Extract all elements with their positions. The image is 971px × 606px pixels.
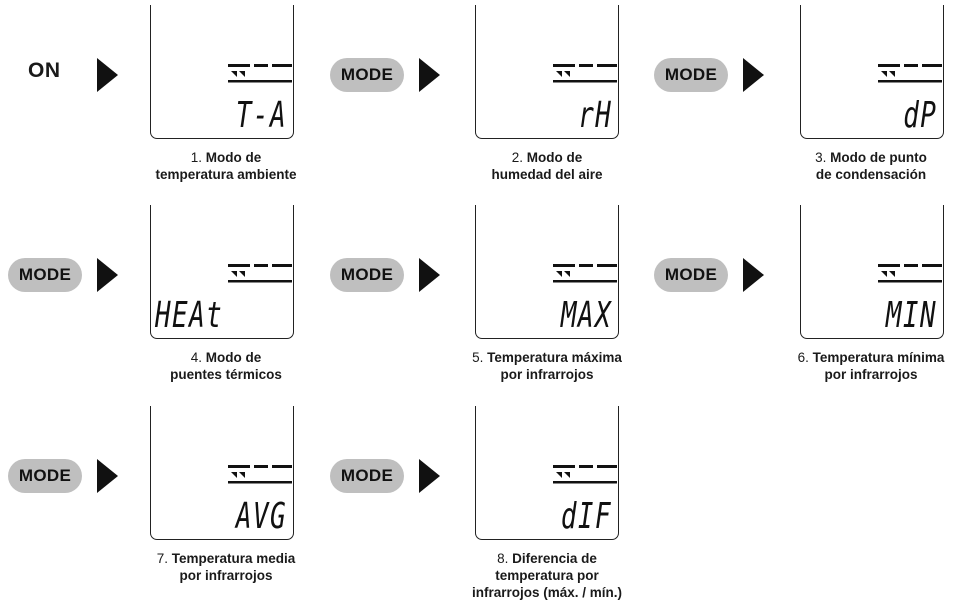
lcd-indicator-icon xyxy=(553,465,617,484)
step-number: 8. xyxy=(497,551,509,566)
step-title-line1: Temperatura mínima xyxy=(812,350,945,365)
lcd-screen-3: dP xyxy=(800,5,944,139)
step-number: 5. xyxy=(472,350,484,365)
lcd-indicator-icon xyxy=(228,465,292,484)
caption-4: 4. Modo de puentes térmicos xyxy=(126,349,326,383)
lcd-indicator-icon xyxy=(228,264,292,283)
step-title-line2: por infrarrojos xyxy=(179,568,273,583)
on-label: ON xyxy=(28,59,61,82)
lcd-screen-4: HEAt xyxy=(150,205,294,339)
lcd-screen-5: MAX xyxy=(475,205,619,339)
step-number: 7. xyxy=(156,551,168,566)
caption-7: 7. Temperatura media por infrarrojos xyxy=(126,550,326,584)
mode-button: MODE xyxy=(330,459,404,493)
arrow-right-icon xyxy=(743,258,764,292)
arrow-right-icon xyxy=(97,58,118,92)
mode-button: MODE xyxy=(654,258,728,292)
mode-button: MODE xyxy=(330,58,404,92)
caption-8: 8. Diferencia de temperatura por infrarr… xyxy=(447,550,647,601)
mode-button: MODE xyxy=(8,258,82,292)
step-title-line2: de condensación xyxy=(815,167,927,182)
step-title-line2: por infrarrojos xyxy=(500,367,594,382)
step-number: 1. xyxy=(190,150,202,165)
step-title-line3: infrarrojos (máx. / mín.) xyxy=(471,585,623,600)
arrow-right-icon xyxy=(97,459,118,493)
step-title-line2: humedad del aire xyxy=(491,167,603,182)
lcd-indicator-icon xyxy=(228,64,292,83)
step-title-line2: temperatura por xyxy=(495,568,599,583)
arrow-right-icon xyxy=(419,459,440,493)
lcd-readout: MIN xyxy=(885,295,937,336)
step-title-line1: Modo de xyxy=(205,150,262,165)
step-number: 6. xyxy=(797,350,809,365)
lcd-readout: rH xyxy=(577,95,612,136)
arrow-right-icon xyxy=(419,258,440,292)
step-number: 2. xyxy=(511,150,523,165)
lcd-screen-7: AVG xyxy=(150,406,294,540)
lcd-indicator-icon xyxy=(553,264,617,283)
arrow-right-icon xyxy=(419,58,440,92)
step-title-line2: puentes térmicos xyxy=(170,367,282,382)
lcd-indicator-icon xyxy=(878,264,942,283)
caption-5: 5. Temperatura máxima por infrarrojos xyxy=(447,349,647,383)
arrow-right-icon xyxy=(743,58,764,92)
lcd-readout: HEAt xyxy=(155,295,224,336)
mode-button: MODE xyxy=(8,459,82,493)
lcd-readout: MAX xyxy=(560,295,612,336)
lcd-readout: T-A xyxy=(235,95,287,136)
step-title-line1: Modo de punto xyxy=(830,150,927,165)
caption-2: 2. Modo de humedad del aire xyxy=(447,149,647,183)
step-title-line1: Diferencia de xyxy=(512,551,597,566)
step-number: 4. xyxy=(190,350,202,365)
step-title-line2: por infrarrojos xyxy=(824,367,918,382)
step-title-line1: Temperatura máxima xyxy=(487,350,622,365)
lcd-indicator-icon xyxy=(878,64,942,83)
lcd-indicator-icon xyxy=(553,64,617,83)
lcd-readout: AVG xyxy=(235,496,287,537)
lcd-readout: dP xyxy=(902,95,937,136)
step-number: 3. xyxy=(815,150,827,165)
step-title-line1: Modo de xyxy=(205,350,262,365)
mode-button: MODE xyxy=(330,258,404,292)
arrow-right-icon xyxy=(97,258,118,292)
caption-3: 3. Modo de punto de condensación xyxy=(771,149,971,183)
caption-1: 1. Modo de temperatura ambiente xyxy=(126,149,326,183)
lcd-screen-8: dIF xyxy=(475,406,619,540)
step-title-line1: Modo de xyxy=(526,150,583,165)
step-title-line1: Temperatura media xyxy=(171,551,296,566)
lcd-screen-2: rH xyxy=(475,5,619,139)
mode-button: MODE xyxy=(654,58,728,92)
caption-6: 6. Temperatura mínima por infrarrojos xyxy=(771,349,971,383)
lcd-screen-6: MIN xyxy=(800,205,944,339)
step-title-line2: temperatura ambiente xyxy=(155,167,297,182)
lcd-readout: dIF xyxy=(560,496,612,537)
lcd-screen-1: T-A xyxy=(150,5,294,139)
